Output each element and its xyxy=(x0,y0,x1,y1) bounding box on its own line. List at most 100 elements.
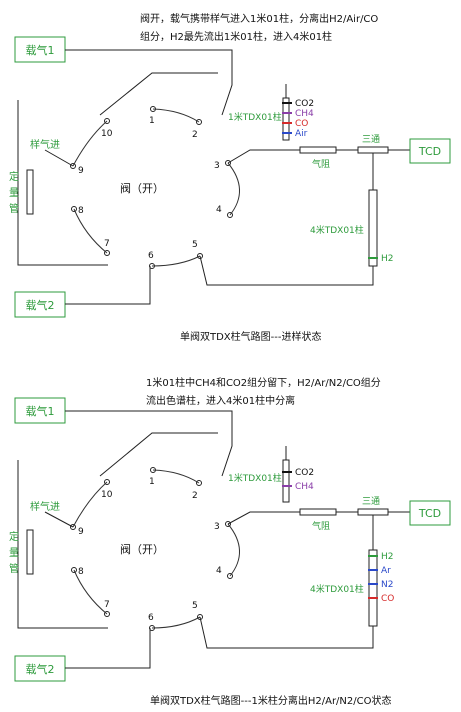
arc-7-8 xyxy=(73,208,108,254)
svg-text:6: 6 xyxy=(148,613,154,623)
arc-7-8 xyxy=(73,569,108,615)
band-label-ar: Ar xyxy=(381,566,391,576)
svg-text:10: 10 xyxy=(101,490,113,500)
band-label-n2: N2 xyxy=(381,580,393,590)
column-1m-label: 1米TDX01柱 xyxy=(228,111,282,123)
column-4m xyxy=(368,549,378,627)
tcd-label: TCD xyxy=(418,145,441,158)
svg-text:10: 10 xyxy=(101,129,113,139)
restrictor-label: 气阻 xyxy=(312,520,330,532)
carrier-gas-1-box xyxy=(14,36,66,63)
port-2: 2 xyxy=(192,480,202,501)
svg-text:7: 7 xyxy=(104,600,110,610)
note-line-2: 流出色谱柱，进入4米01柱中分离 xyxy=(146,394,295,407)
sample-in-line xyxy=(44,149,74,167)
column-4m-label: 4米TDX01柱 xyxy=(310,583,364,595)
port-10: 10 xyxy=(101,118,113,139)
column-4m-label: 4米TDX01柱 xyxy=(310,224,364,236)
band-label-ch4: CH4 xyxy=(295,482,314,492)
port-5: 5 xyxy=(192,601,203,620)
sample-loop xyxy=(26,169,34,215)
line-to-restrictor xyxy=(227,511,300,525)
port-8: 8 xyxy=(71,567,84,577)
column-4m-bands: H2 xyxy=(368,254,394,264)
carrier2-line xyxy=(65,628,151,669)
svg-text:9: 9 xyxy=(78,527,84,537)
valve-left-line xyxy=(17,460,108,629)
port-9: 9 xyxy=(70,163,84,176)
note-line-1: 1米01柱中CH4和CO2组分留下，H2/Ar/N2/CO组分 xyxy=(146,376,381,389)
port-8: 8 xyxy=(71,206,84,216)
column-1m xyxy=(282,459,290,503)
loop-char-3: 管 xyxy=(9,562,19,575)
loop-char-2: 量 xyxy=(9,547,19,559)
column-4m-return-line xyxy=(199,255,374,286)
carrier-gas-2-box xyxy=(14,655,66,682)
tcd-detector xyxy=(409,500,451,526)
line-to-restrictor xyxy=(227,149,300,164)
svg-text:5: 5 xyxy=(192,240,198,250)
carrier-gas-1-label: 载气1 xyxy=(26,43,55,57)
port-7: 7 xyxy=(104,600,110,617)
svg-text:6: 6 xyxy=(148,251,154,261)
tcd-detector xyxy=(409,138,451,164)
port-10: 10 xyxy=(101,479,113,500)
caption: 单阀双TDX柱气路图---1米柱分离出H2/Ar/N2/CO状态 xyxy=(150,694,391,707)
sample-loop xyxy=(26,529,34,575)
band-label-h2: H2 xyxy=(381,254,394,264)
note-line-2: 组分，H2最先流出1米01柱，进入4米01柱 xyxy=(140,30,332,43)
svg-text:4: 4 xyxy=(216,205,222,215)
band-label-co2: CO2 xyxy=(295,99,314,109)
arc-5-6 xyxy=(151,616,201,629)
arc-1-2 xyxy=(152,108,200,123)
valve-left-line xyxy=(17,100,108,266)
valve-top-line xyxy=(99,432,218,477)
port-4: 4 xyxy=(216,566,233,579)
sample-in-line xyxy=(44,511,74,528)
arc-1-2 xyxy=(152,469,200,484)
arc-3-4 xyxy=(227,523,240,577)
svg-text:2: 2 xyxy=(192,491,198,501)
port-7: 7 xyxy=(104,239,110,256)
port-4: 4 xyxy=(216,205,233,218)
panel-separation-state: 1米01柱中CH4和CO2组分留下，H2/Ar/N2/CO组分 流出色谱柱，进入… xyxy=(9,376,451,707)
caption: 单阀双TDX柱气路图---进样状态 xyxy=(180,330,321,343)
band-label-co2: CO2 xyxy=(295,468,314,478)
arc-3-4 xyxy=(227,162,240,216)
loop-char-1: 定 xyxy=(9,170,19,183)
column-4m-return-line xyxy=(199,616,374,649)
column-4m xyxy=(368,189,378,267)
svg-text:7: 7 xyxy=(104,239,110,249)
band-label-air: Air xyxy=(295,129,308,139)
restrictor xyxy=(299,508,337,516)
arc-9-10 xyxy=(72,120,108,167)
svg-text:1: 1 xyxy=(149,116,155,126)
carrier-gas-1-box xyxy=(14,397,66,424)
band-label-co: CO xyxy=(295,119,308,129)
port-3: 3 xyxy=(214,521,231,532)
sample-in-label: 样气进 xyxy=(30,138,60,151)
carrier1-line xyxy=(65,49,233,116)
svg-text:5: 5 xyxy=(192,601,198,611)
sample-in-label: 样气进 xyxy=(30,500,60,513)
loop-char-3: 管 xyxy=(9,202,19,215)
port-5: 5 xyxy=(192,240,203,259)
svg-text:1: 1 xyxy=(149,477,155,487)
tee xyxy=(357,146,389,154)
loop-char-1: 定 xyxy=(9,530,19,543)
valve-top-line xyxy=(99,72,218,116)
carrier1-line xyxy=(65,410,233,477)
arc-9-10 xyxy=(72,481,108,528)
svg-text:8: 8 xyxy=(78,567,84,577)
band-label-h2: H2 xyxy=(381,552,394,562)
loop-char-2: 量 xyxy=(9,187,19,199)
svg-text:3: 3 xyxy=(214,522,220,532)
tee xyxy=(357,508,389,516)
carrier-gas-2-label: 载气2 xyxy=(26,298,55,312)
band-label-ch4: CH4 xyxy=(295,109,314,119)
tee-label: 三通 xyxy=(362,134,380,145)
valve-label: 阀（开） xyxy=(120,181,164,195)
